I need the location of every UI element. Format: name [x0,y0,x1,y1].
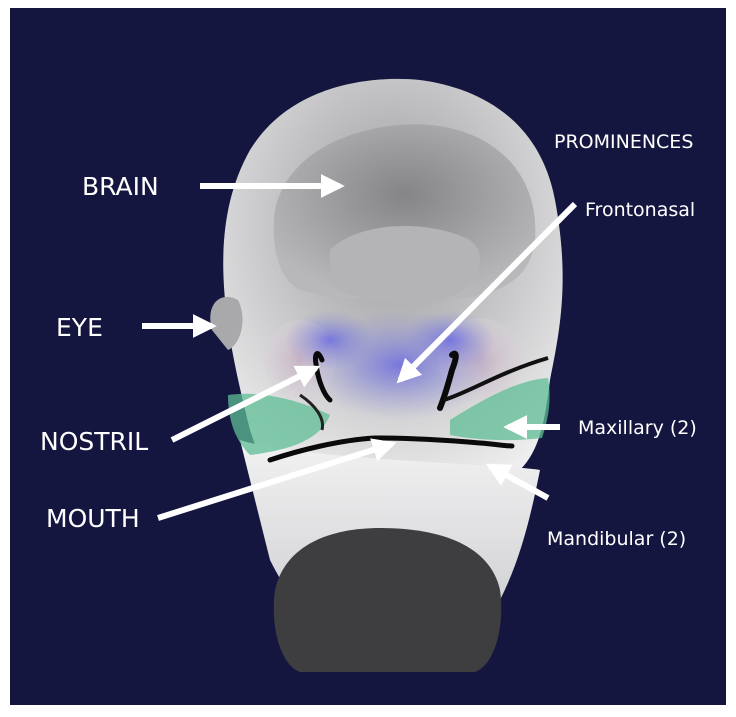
label-frontonasal: Frontonasal [585,199,695,221]
label-mouth: MOUTH [46,504,140,533]
label-prominences: PROMINENCES [554,131,693,153]
frontonasal-prominence-left [285,310,375,370]
label-maxillary: Maxillary (2) [578,417,697,439]
label-brain: BRAIN [82,172,159,201]
brain-inner-lobe [330,226,480,303]
label-nostril: NOSTRIL [40,427,148,456]
label-mandibular: Mandibular (2) [547,528,686,550]
neck-cross-section [274,528,502,672]
label-eye: EYE [56,313,103,342]
